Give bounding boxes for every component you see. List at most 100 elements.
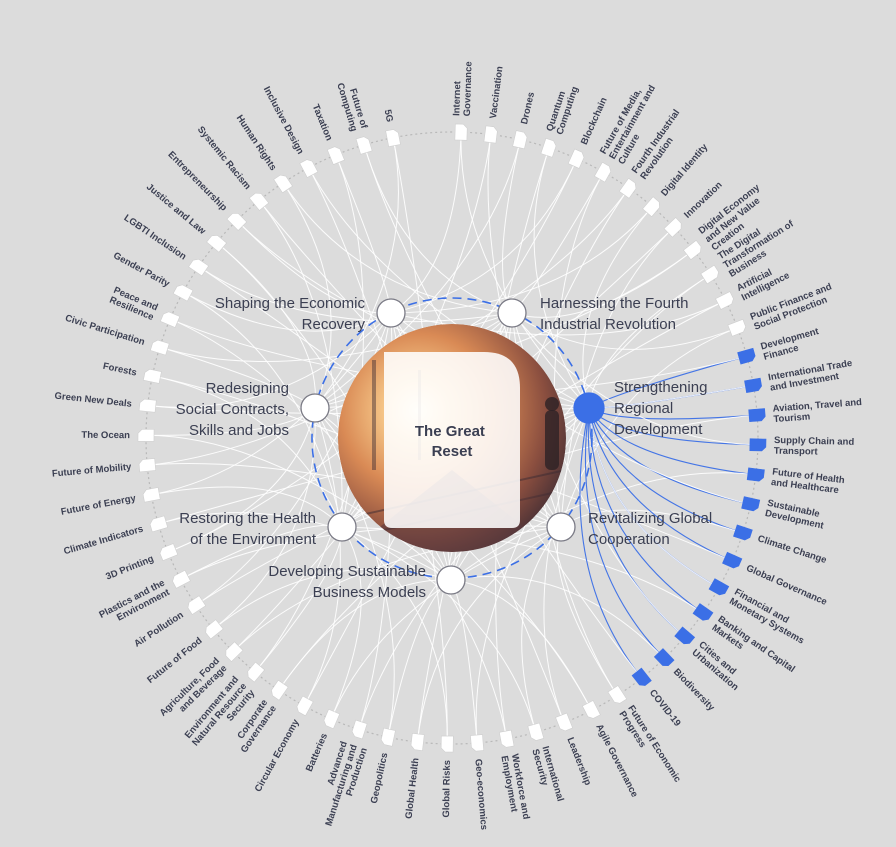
topic-node[interactable]: [299, 158, 319, 178]
topic-label[interactable]: Gender Parity: [111, 250, 172, 290]
topic-node[interactable]: [470, 734, 485, 752]
theme-node[interactable]: [497, 298, 527, 328]
topic-node[interactable]: [273, 173, 293, 194]
topic-label[interactable]: Workforce andEmployment: [498, 753, 531, 822]
topic-node[interactable]: [138, 398, 157, 413]
topic-node[interactable]: [326, 145, 345, 165]
topic-label[interactable]: COVID-19: [647, 688, 683, 729]
topic-node[interactable]: [700, 264, 721, 285]
topic-node[interactable]: [351, 719, 368, 740]
topic-node[interactable]: [137, 428, 155, 442]
topic-node[interactable]: [206, 233, 228, 253]
topic-label[interactable]: The Ocean: [81, 430, 130, 441]
topic-node[interactable]: [269, 679, 289, 701]
topic-node[interactable]: [746, 467, 765, 482]
topic-label[interactable]: Batteries: [304, 732, 330, 774]
topic-label[interactable]: Global Risks: [441, 760, 453, 818]
topic-node[interactable]: [653, 648, 675, 669]
topic-node[interactable]: [355, 136, 373, 155]
topic-node[interactable]: [715, 291, 736, 310]
topic-label[interactable]: Human Rights: [234, 113, 279, 173]
topic-node[interactable]: [440, 735, 454, 753]
topic-node[interactable]: [727, 318, 747, 337]
topic-node[interactable]: [642, 196, 663, 218]
topic-node[interactable]: [226, 211, 248, 231]
topic-node[interactable]: [248, 191, 270, 211]
topic-label[interactable]: Peace andResilience: [108, 285, 160, 323]
topic-label[interactable]: Forests: [102, 361, 138, 379]
topic-label[interactable]: Global Health: [404, 757, 422, 819]
theme-node[interactable]: [300, 393, 330, 423]
topic-label[interactable]: InternationalSecurity: [529, 745, 565, 806]
topic-node[interactable]: [607, 685, 628, 706]
topic-label[interactable]: InternetGovernance: [451, 61, 474, 117]
topic-node[interactable]: [741, 496, 761, 512]
topic-node[interactable]: [663, 217, 684, 238]
topic-label[interactable]: Civic Participation: [64, 313, 147, 348]
topic-node[interactable]: [733, 524, 753, 541]
topic-label[interactable]: Biodiversity: [671, 667, 717, 714]
topic-node[interactable]: [188, 257, 210, 277]
topic-label[interactable]: LGBTI Inclusion: [122, 213, 189, 263]
topic-label[interactable]: Future ofComputing: [334, 79, 369, 134]
topic-node[interactable]: [171, 569, 191, 589]
theme-node[interactable]: [573, 392, 605, 424]
topic-node[interactable]: [160, 310, 181, 328]
topic-node[interactable]: [582, 700, 601, 721]
topic-label[interactable]: DevelopmentFinance: [760, 326, 824, 363]
topic-label[interactable]: 5G: [382, 109, 395, 124]
topic-node[interactable]: [142, 487, 161, 503]
theme-node[interactable]: [546, 512, 576, 542]
topic-node[interactable]: [683, 239, 704, 261]
topic-label[interactable]: Climate Change: [756, 533, 828, 566]
theme-node[interactable]: [327, 512, 357, 542]
topic-node[interactable]: [749, 438, 767, 452]
topic-node[interactable]: [203, 619, 224, 640]
topic-node[interactable]: [172, 283, 194, 302]
topic-node[interactable]: [708, 578, 730, 597]
topic-label[interactable]: Taxation: [310, 103, 335, 143]
topic-node[interactable]: [138, 458, 157, 473]
topic-node[interactable]: [674, 626, 696, 647]
topic-node[interactable]: [692, 603, 714, 623]
topic-node[interactable]: [512, 130, 528, 150]
topic-node[interactable]: [322, 708, 341, 730]
topic-label[interactable]: Supply Chain andTransport: [774, 435, 855, 458]
topic-label[interactable]: Vaccination: [488, 65, 506, 119]
topic-label[interactable]: Future of Healthand Healthcare: [770, 466, 845, 496]
topic-node[interactable]: [454, 123, 468, 141]
topic-node[interactable]: [744, 377, 762, 394]
topic-node[interactable]: [567, 148, 585, 169]
topic-node[interactable]: [540, 137, 557, 158]
topic-node[interactable]: [158, 543, 179, 562]
topic-node[interactable]: [150, 339, 170, 356]
topic-label[interactable]: Future of Energy: [60, 493, 137, 518]
topic-label[interactable]: QuantumComputing: [544, 82, 580, 137]
topic-label[interactable]: Air Pollution: [132, 610, 185, 650]
topic-node[interactable]: [142, 368, 162, 384]
topic-node[interactable]: [223, 641, 244, 663]
topic-node[interactable]: [618, 177, 638, 199]
topic-node[interactable]: [380, 727, 396, 747]
topic-label[interactable]: Inclusive Design: [261, 85, 306, 157]
topic-label[interactable]: International Tradeand Investment: [767, 358, 854, 394]
topic-label[interactable]: Future of Mobility: [51, 462, 132, 480]
topic-label[interactable]: Drones: [519, 91, 537, 125]
topic-label[interactable]: Geo-economics: [472, 758, 489, 830]
topic-node[interactable]: [410, 733, 425, 751]
topic-label[interactable]: 3D Printing: [104, 553, 155, 582]
topic-node[interactable]: [149, 515, 169, 533]
topic-node[interactable]: [631, 667, 652, 688]
center-card[interactable]: [384, 352, 520, 528]
topic-label[interactable]: Aviation, Travel andTourism: [772, 397, 863, 425]
topic-label[interactable]: Leadership: [564, 736, 593, 787]
topic-node[interactable]: [594, 161, 612, 183]
topic-node[interactable]: [295, 695, 314, 717]
topic-node[interactable]: [245, 661, 266, 683]
